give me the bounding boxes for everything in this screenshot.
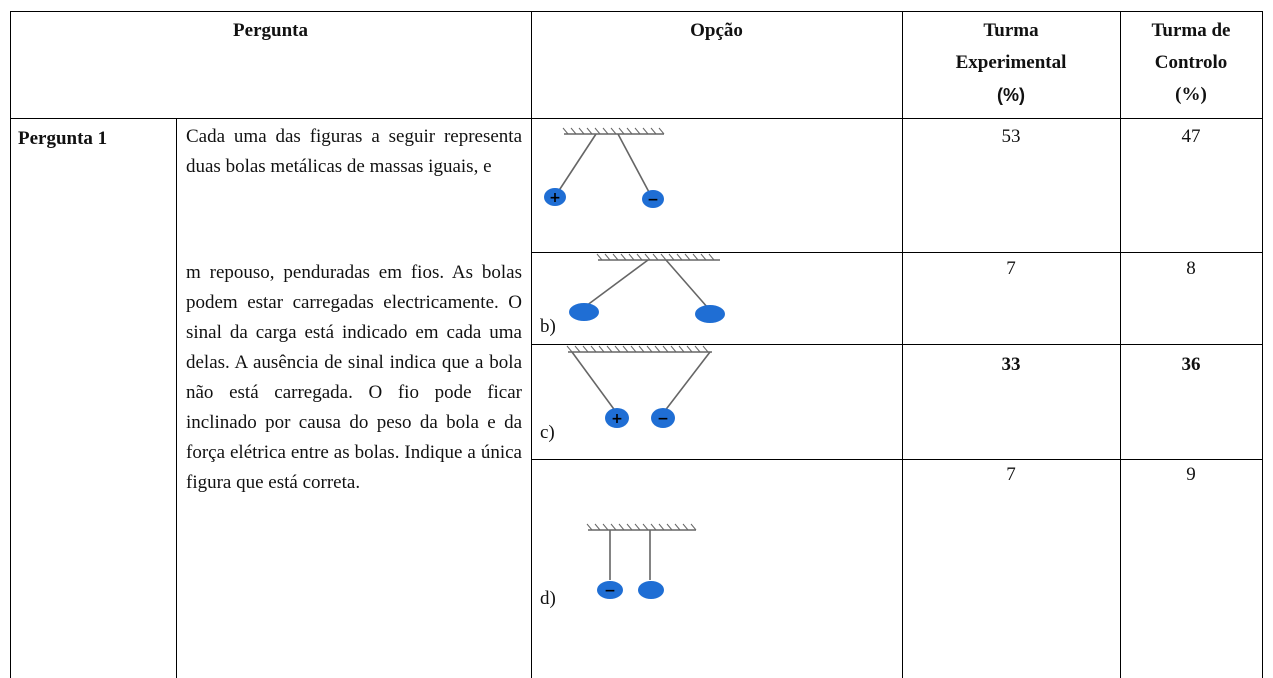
header-controlo-line2: Controlo bbox=[1154, 52, 1228, 73]
option-b-figure bbox=[569, 253, 725, 323]
column-divider-question bbox=[531, 11, 532, 678]
header-experimental-line1: Turma bbox=[983, 20, 1039, 41]
column-divider-experimental bbox=[1120, 11, 1121, 678]
header-opcao: Opção bbox=[690, 20, 743, 41]
row-label: Pergunta 1 bbox=[18, 128, 108, 149]
column-divider-label bbox=[176, 118, 177, 678]
minus-sign: − bbox=[604, 583, 616, 599]
column-divider-option bbox=[902, 11, 903, 678]
header-experimental-line2: Experimental bbox=[955, 52, 1067, 73]
question-text-part1: Cada uma das figuras a seguir representa… bbox=[186, 126, 522, 177]
option-d-label: d) bbox=[540, 588, 556, 609]
option-c-figure: + − bbox=[566, 345, 712, 428]
minus-sign: − bbox=[657, 411, 669, 427]
header-experimental-line3: (%) bbox=[997, 85, 1025, 105]
controlo-option-b: 8 bbox=[1186, 258, 1196, 279]
header-controlo-line1: Turma de bbox=[1151, 20, 1231, 41]
controlo-option-c: 36 bbox=[1181, 354, 1201, 375]
ball-icon bbox=[597, 581, 623, 599]
controlo-option-a: 47 bbox=[1181, 126, 1201, 147]
experimental-option-a: 53 bbox=[1001, 126, 1021, 147]
table-border-left bbox=[10, 11, 11, 678]
controlo-option-d: 9 bbox=[1186, 464, 1196, 485]
ball-icon bbox=[638, 581, 664, 599]
header-pergunta: Pergunta bbox=[233, 20, 308, 41]
experimental-option-b: 7 bbox=[1006, 258, 1016, 279]
plus-sign: + bbox=[611, 411, 623, 427]
plus-sign: + bbox=[549, 190, 561, 206]
experimental-option-c: 33 bbox=[1001, 354, 1021, 375]
question-text-part2: m repouso, penduradas em fios. As bolas … bbox=[186, 262, 522, 493]
ball-icon bbox=[642, 190, 664, 208]
option-c-label: c) bbox=[540, 422, 555, 443]
ball-icon bbox=[651, 408, 675, 428]
option-d-figure: − bbox=[586, 523, 697, 599]
ball-icon bbox=[695, 305, 725, 323]
header-controlo-line3: (%) bbox=[1175, 84, 1207, 105]
option-divider-3 bbox=[531, 459, 1263, 460]
ball-icon bbox=[605, 408, 629, 428]
header-divider bbox=[10, 118, 1263, 119]
option-a-figure: + − bbox=[544, 127, 665, 208]
table-border-top bbox=[10, 11, 1263, 12]
option-divider-2 bbox=[531, 344, 1263, 345]
ball-icon bbox=[544, 188, 566, 206]
option-b-label: b) bbox=[540, 316, 556, 337]
table-border-right bbox=[1262, 11, 1263, 678]
ball-icon bbox=[569, 303, 599, 321]
minus-sign: − bbox=[647, 192, 659, 208]
option-divider-1 bbox=[531, 252, 1263, 253]
experimental-option-d: 7 bbox=[1006, 464, 1016, 485]
